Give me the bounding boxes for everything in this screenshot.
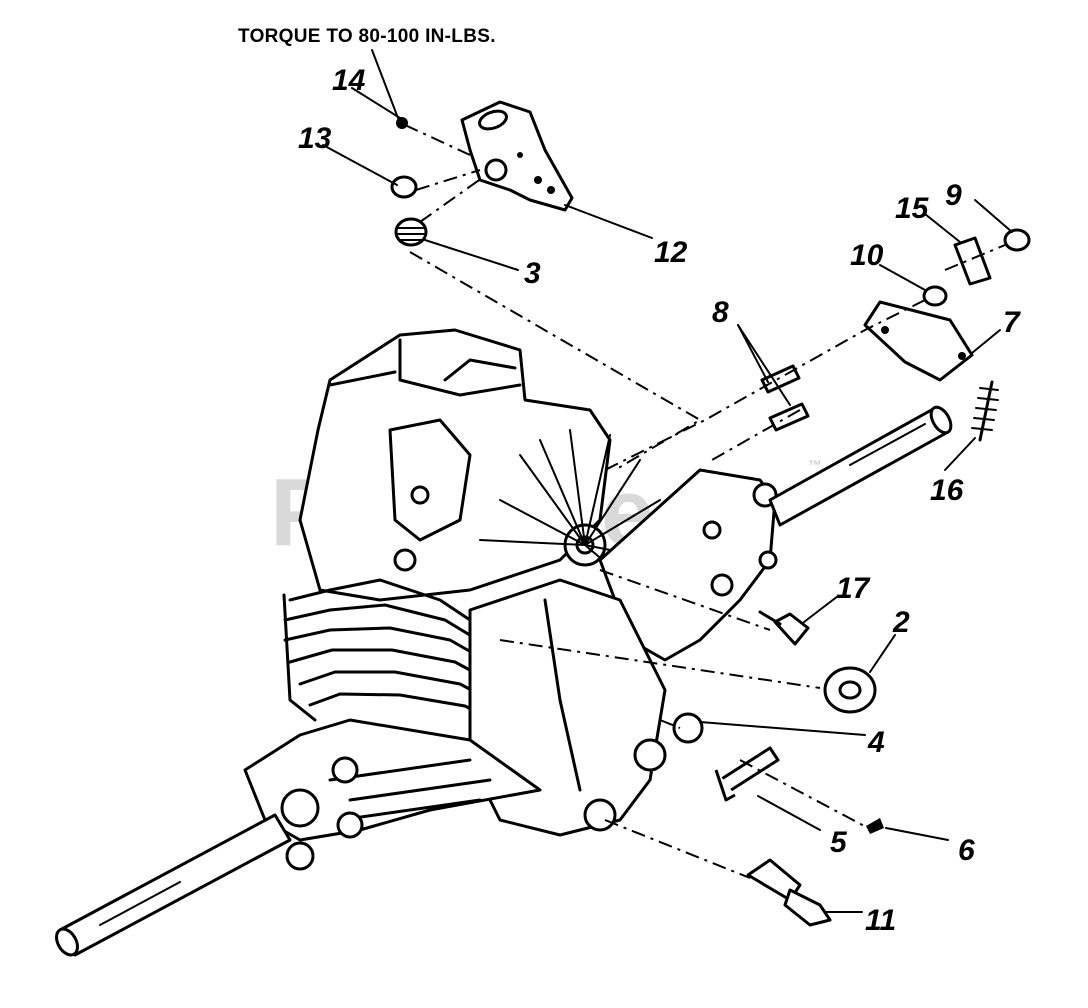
part-nut-13 [390,175,418,199]
transaxle-housing [243,328,778,871]
part-bolt-17 [758,610,810,646]
part-fitting-11 [746,858,832,927]
left-axle [55,813,292,957]
callout-11: 11 [865,904,896,937]
callout-16: 16 [930,474,964,507]
trademark: ™ [808,457,822,473]
part-spring-3 [394,217,428,247]
part-spring-16 [971,380,999,442]
part-pin-6 [866,818,884,834]
callout-6: 6 [958,834,975,867]
callout-7: 7 [1003,306,1021,339]
callout-13: 13 [298,122,332,155]
part-bushing-4 [672,712,704,744]
part-nut-9 [1003,228,1031,252]
right-axle [768,405,953,527]
callout-5: 5 [830,826,848,859]
leader-lines [322,49,1013,913]
callout-12: 12 [654,236,688,269]
callout-15: 15 [895,192,930,225]
callout-8: 8 [712,296,729,329]
part-washer-2 [823,666,877,714]
part-bracket-5 [714,746,780,802]
callout-3: 3 [524,257,541,290]
part-washer-10 [922,285,948,307]
torque-note: TORQUE TO 80-100 IN-LBS. [238,26,496,47]
callout-2: 2 [892,606,910,639]
callout-10: 10 [850,239,884,272]
part-bracket-7 [863,300,974,382]
explode-lines [404,124,1006,879]
part-shift-lever [460,100,574,212]
callout-4: 4 [867,726,885,759]
callout-14: 14 [332,64,366,97]
callout-17: 17 [836,572,871,605]
part-key-15 [953,236,992,286]
callout-9: 9 [945,179,962,212]
